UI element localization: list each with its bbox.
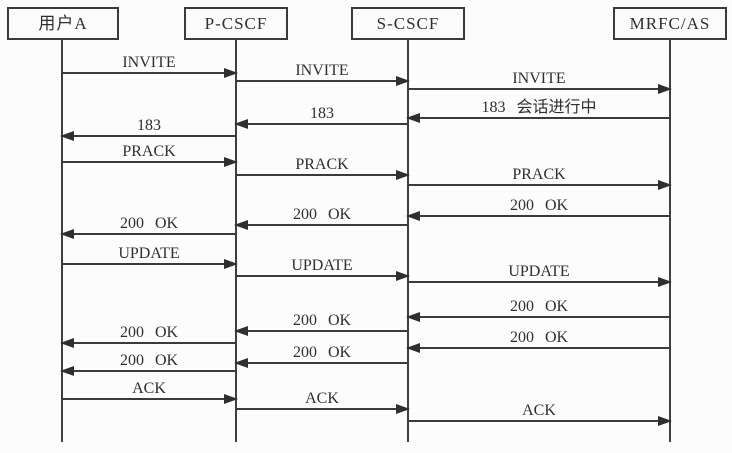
msg-label: 200 OK	[509, 197, 569, 214]
arrowhead-right-icon	[658, 277, 672, 287]
msg-ack-scscf-mrfcas: ACK	[408, 403, 672, 426]
msg-update-pcscf-scscf: UPDATE	[236, 258, 410, 281]
arrowhead-left-icon	[406, 113, 420, 123]
msg-label: 200 OK	[292, 312, 352, 329]
msg-label: INVITE	[512, 70, 566, 87]
arrowhead-left-icon	[60, 366, 74, 376]
msg-200ok-mrfcas-scscf-3: 200 OK	[406, 330, 670, 353]
lifeline-p-cscf	[235, 40, 237, 442]
msg-label: ACK	[522, 402, 556, 419]
lifeline-header-p-cscf-label: P-CSCF	[204, 14, 268, 33]
msg-label: INVITE	[295, 62, 349, 79]
msg-200ok-pcscf-usera-2: 200 OK	[60, 325, 236, 348]
lifeline-mrfc-as	[669, 40, 671, 442]
arrowhead-right-icon	[396, 170, 410, 180]
arrowhead-right-icon	[396, 271, 410, 281]
lifeline-header-s-cscf-label: S-CSCF	[376, 14, 440, 33]
msg-label: UPDATE	[118, 245, 180, 262]
msg-200ok-scscf-pcscf-3: 200 OK	[234, 345, 408, 368]
msg-label: 200 OK	[292, 344, 352, 361]
msg-label: 200 OK	[119, 324, 179, 341]
msg-183-pcscf-usera: 183	[60, 118, 236, 141]
lifeline-header-user-a-label: 用户A	[38, 14, 88, 33]
msg-label: 200 OK	[119, 215, 179, 232]
msg-label: INVITE	[122, 54, 176, 71]
msg-183-session-progress-mrfcas-scscf: 183 会话进行中	[406, 100, 670, 123]
msg-label: 183	[310, 105, 334, 122]
arrowhead-right-icon	[224, 394, 238, 404]
arrowhead-right-icon	[396, 404, 410, 414]
msg-200ok-pcscf-usera-1: 200 OK	[60, 216, 236, 239]
arrowhead-right-icon	[658, 84, 672, 94]
msg-label: 183	[137, 117, 161, 134]
arrowhead-right-icon	[224, 259, 238, 269]
msg-label: PRACK	[122, 143, 176, 160]
msg-ack-pcscf-scscf: ACK	[236, 391, 410, 414]
arrowhead-left-icon	[234, 119, 248, 129]
msg-200ok-pcscf-usera-3: 200 OK	[60, 353, 236, 376]
arrowhead-right-icon	[224, 157, 238, 167]
lifeline-user-a	[61, 40, 63, 442]
arrowhead-right-icon	[658, 180, 672, 190]
arrowhead-right-icon	[224, 68, 238, 78]
msg-prack-usera-pcscf: PRACK	[62, 144, 238, 167]
arrowhead-left-icon	[234, 220, 248, 230]
msg-ack-usera-pcscf: ACK	[62, 381, 238, 404]
arrowhead-left-icon	[406, 343, 420, 353]
msg-200ok-mrfcas-scscf-2: 200 OK	[406, 299, 670, 322]
arrowhead-left-icon	[406, 312, 420, 322]
arrowhead-right-icon	[658, 416, 672, 426]
lifeline-s-cscf	[407, 40, 409, 442]
msg-200ok-scscf-pcscf-1: 200 OK	[234, 207, 408, 230]
msg-label: 200 OK	[509, 298, 569, 315]
msg-label: 200 OK	[509, 329, 569, 346]
msg-label: 200 OK	[119, 352, 179, 369]
arrowhead-left-icon	[234, 326, 248, 336]
lifeline-header-mrfc-as-label: MRFC/AS	[629, 14, 711, 33]
msg-label: ACK	[305, 390, 339, 407]
lifeline-header-s-cscf: S-CSCF	[351, 7, 465, 40]
arrowhead-left-icon	[60, 131, 74, 141]
msg-invite-scscf-mrfcas: INVITE	[408, 71, 672, 94]
msg-update-scscf-mrfcas: UPDATE	[408, 264, 672, 287]
msg-label: 183 会话进行中	[481, 99, 597, 116]
msg-label: UPDATE	[508, 263, 570, 280]
msg-prack-scscf-mrfcas: PRACK	[408, 167, 672, 190]
msg-200ok-scscf-pcscf-2: 200 OK	[234, 313, 408, 336]
msg-prack-pcscf-scscf: PRACK	[236, 157, 410, 180]
msg-invite-pcscf-scscf: INVITE	[236, 63, 410, 86]
msg-label: ACK	[132, 380, 166, 397]
arrowhead-left-icon	[60, 338, 74, 348]
lifeline-header-mrfc-as: MRFC/AS	[613, 7, 727, 40]
msg-200ok-mrfcas-scscf-1: 200 OK	[406, 198, 670, 221]
msg-label: PRACK	[295, 156, 349, 173]
lifeline-header-user-a: 用户A	[7, 7, 119, 40]
arrowhead-left-icon	[234, 358, 248, 368]
msg-label: 200 OK	[292, 206, 352, 223]
lifeline-header-p-cscf: P-CSCF	[184, 7, 288, 40]
msg-183-scscf-pcscf: 183	[234, 106, 408, 129]
msg-label: PRACK	[512, 166, 566, 183]
msg-label: UPDATE	[291, 257, 353, 274]
arrowhead-right-icon	[396, 76, 410, 86]
msg-invite-usera-pcscf: INVITE	[62, 55, 238, 78]
msg-update-usera-pcscf: UPDATE	[62, 246, 238, 269]
arrowhead-left-icon	[406, 211, 420, 221]
arrowhead-left-icon	[60, 229, 74, 239]
